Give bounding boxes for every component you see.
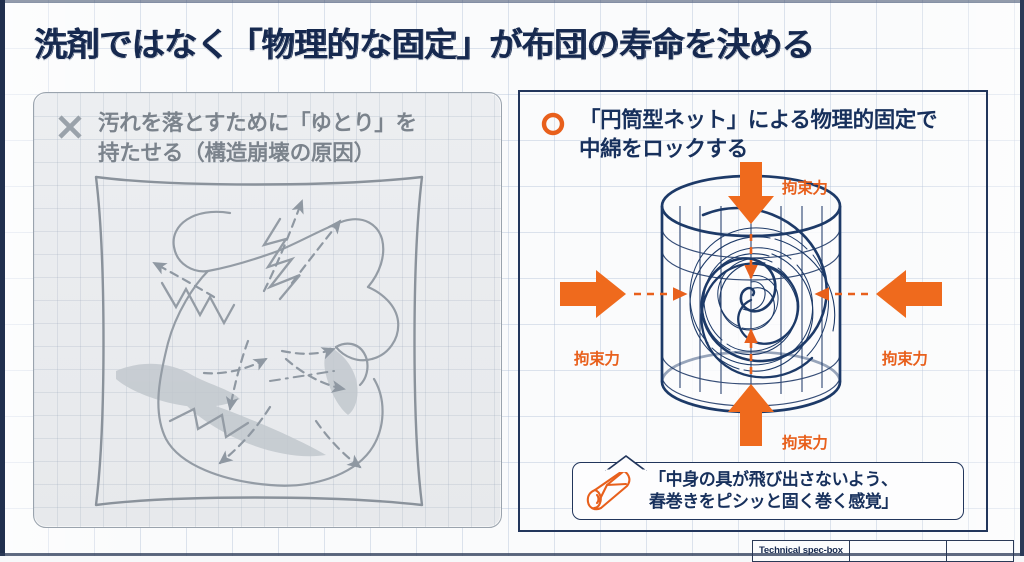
spec-box-cell: [945, 541, 1005, 561]
analogy-callout: 「中身の具が飛び出さないよう、 春巻きをピシッと固く巻く感覚」: [572, 454, 966, 522]
slide-border-bottom: [0, 553, 1024, 556]
right-panel-header: 「円筒型ネット」による物理的固定で 中綿をロックする: [540, 106, 976, 165]
callout-text: 「中身の具が飛び出さないよう、 春巻きをピシッと固く巻く感覚」: [649, 469, 898, 514]
right-heading-line-2: 中綿をロックする: [579, 137, 748, 162]
force-arrow-left: [560, 270, 626, 318]
left-heading-line-1: 汚れを落とすために「ゆとり」を: [98, 111, 417, 135]
force-arrow-bottom: [728, 384, 774, 446]
left-heading-line-2: 持たせる（構造崩壊の原因）: [98, 140, 375, 165]
left-panel-header: 汚れを落とすために「ゆとり」を 持たせる（構造崩壊の原因）: [56, 109, 485, 168]
right-panel-good-practice: 「円筒型ネット」による物理的固定で 中綿をロックする: [518, 90, 988, 532]
spec-box-cells: [848, 541, 1005, 561]
left-panel-grid: [34, 93, 501, 527]
cylindrical-net-diagram: 拘束力 拘束力 拘束力 拘束力: [520, 154, 982, 454]
collapsed-futon-illustration: [34, 163, 501, 523]
callout-line-2: 春巻きをピシッと固く巻く感覚」: [649, 492, 898, 511]
left-panel-heading: 汚れを落とすために「ゆとり」を 持たせる（構造崩壊の原因）: [98, 109, 417, 168]
spring-roll-icon: [585, 465, 637, 518]
force-label-right: 拘束力: [882, 351, 928, 368]
circle-o-icon: [540, 111, 566, 142]
force-label-top: 拘束力: [782, 180, 828, 197]
technical-spec-box: Technical spec-box: [752, 540, 1014, 562]
callout-tail: [605, 455, 647, 472]
slide-border-right: [1020, 0, 1024, 556]
spec-box-cell: [848, 541, 946, 561]
x-mark-icon: [56, 113, 84, 146]
force-label-bottom: 拘束力: [782, 435, 828, 452]
right-panel-heading: 「円筒型ネット」による物理的固定で 中綿をロックする: [579, 106, 937, 165]
force-arrow-right: [876, 270, 942, 318]
right-heading-line-1: 「円筒型ネット」による物理的固定で: [579, 108, 938, 132]
slide-border-left: [0, 0, 5, 556]
callout-line-1: 「中身の具が飛び出さないよう、: [649, 469, 898, 489]
left-panel-bad-practice: 汚れを落とすために「ゆとり」を 持たせる（構造崩壊の原因）: [33, 92, 502, 528]
force-arrow-top: [728, 162, 774, 224]
slide-border-top: [0, 0, 1024, 3]
page-title: 洗剤ではなく「物理的な固定」が布団の寿命を決める: [34, 26, 815, 63]
force-label-left: 拘束力: [574, 351, 620, 368]
spec-box-label: Technical spec-box: [759, 545, 843, 556]
